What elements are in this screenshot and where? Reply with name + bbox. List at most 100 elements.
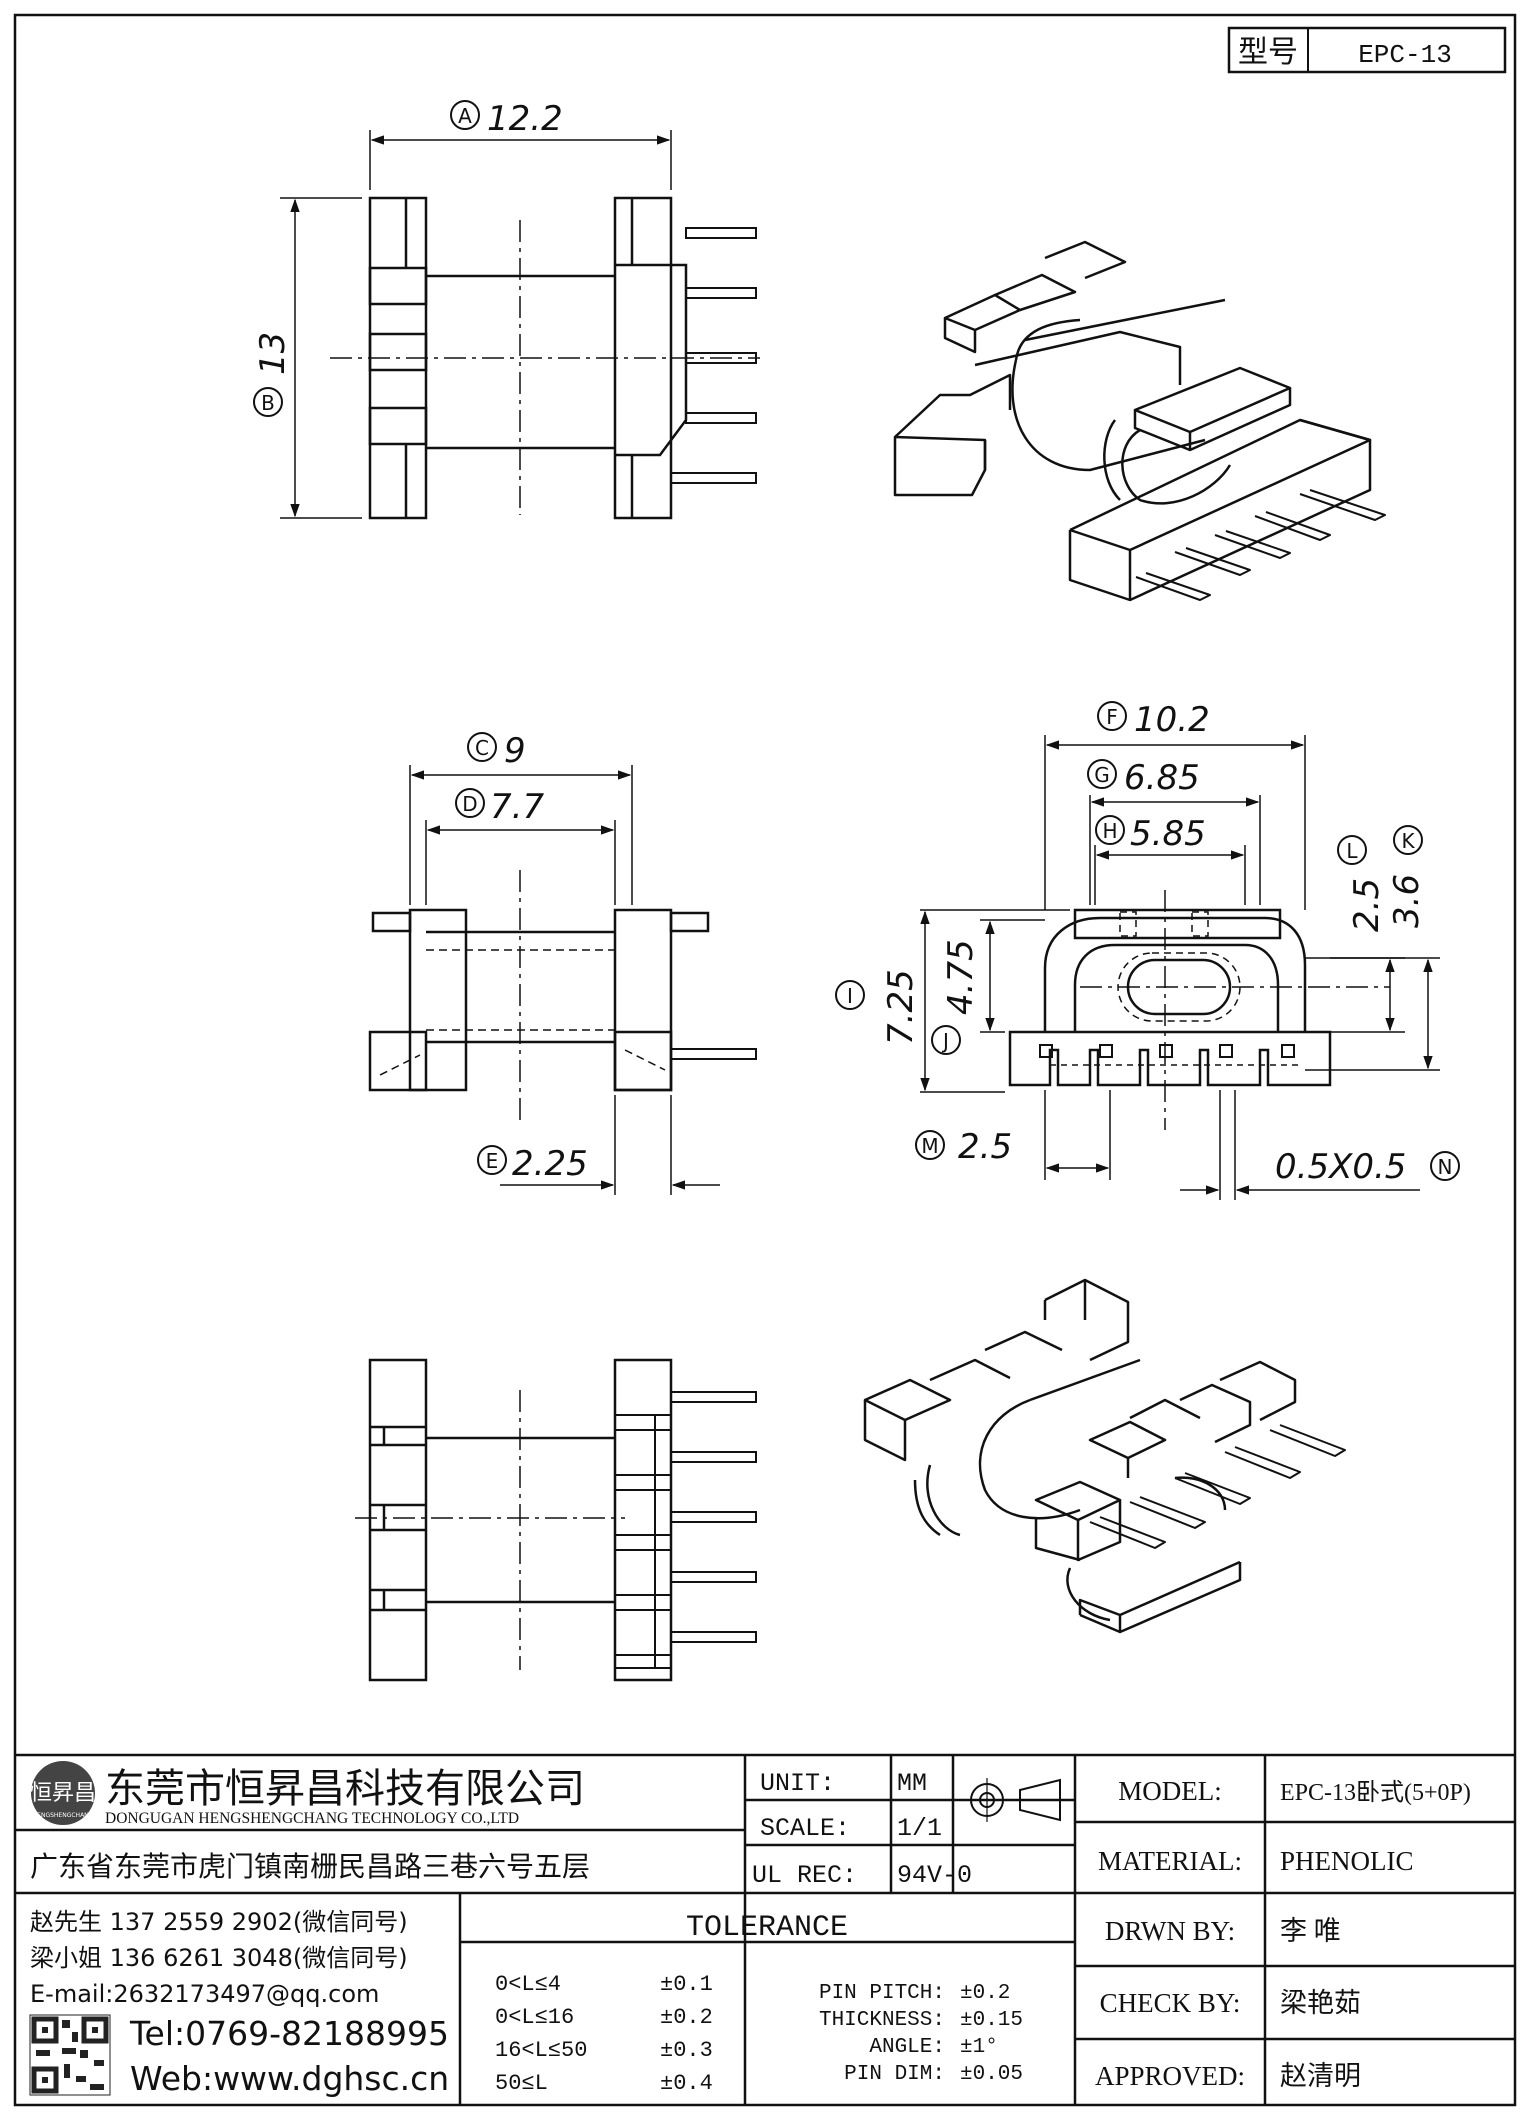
contact-tel: Tel:0769-82188995 (129, 2014, 449, 2053)
tolerance-title: TOLERANCE (686, 1911, 848, 1945)
dim-M: M 2.5 (915, 1127, 1012, 1167)
contact-email: E-mail:2632173497@qq.com (30, 1980, 379, 2008)
dim-L-value: 2.5 (1347, 878, 1387, 932)
dim-D: D 7.7 (455, 787, 544, 827)
logo-sub: HENGSHENGCHANG (33, 1812, 94, 1819)
dim-I-value: 7.25 (881, 969, 921, 1045)
tol-value-2: ±0.3 (660, 2038, 713, 2063)
tol-extra-value-3: ±0.05 (960, 2063, 1023, 2086)
company-logo: 恒昇昌 HENGSHENGCHANG (30, 1761, 96, 1825)
unit-value: MM (897, 1769, 927, 1798)
side-view (368, 765, 757, 1195)
bottom-view (355, 1358, 757, 1682)
dim-H: H 5.85 (1095, 814, 1206, 854)
isometric-view-bottom (863, 1278, 1346, 1634)
contact-web: Web:www.dghsc.cn (130, 2059, 449, 2098)
check-by-label: CHECK BY: (1100, 1988, 1241, 2018)
dim-M-letter: M (921, 1134, 938, 1158)
dim-G-value: 6.85 (1124, 758, 1200, 798)
tol-value-1: ±0.2 (660, 2005, 713, 2030)
material-value: PHENOLIC (1280, 1846, 1414, 1876)
material-label: MATERIAL: (1098, 1846, 1242, 1876)
dim-H-letter: H (1102, 819, 1117, 843)
tolerance-table: 0<L≤4 ±0.1 0<L≤16 ±0.2 16<L≤50 ±0.3 50≤L… (495, 1972, 713, 2096)
check-by-value: 梁艳茹 (1280, 1988, 1361, 2018)
sheet-border (13, 13, 1517, 2107)
company-name-en: DONGUGAN HENGSHENGCHANG TECHNOLOGY CO.,L… (105, 1810, 519, 1827)
dim-G: G 6.85 (1087, 758, 1200, 798)
top-view (280, 130, 760, 520)
tol-extra-label-3: PIN DIM: (844, 2063, 945, 2086)
projection-symbol (962, 1778, 1062, 1822)
scale-label: SCALE: (760, 1814, 850, 1843)
ul-value: 94V-0 (897, 1861, 972, 1890)
dim-E: E 2.25 (477, 1144, 588, 1184)
dim-J-letter: J (941, 1029, 949, 1053)
tolerance-extra: PIN PITCH: ±0.2 THICKNESS: ±0.15 ANGLE: … (819, 1982, 1023, 2086)
dim-C: C 9 (467, 731, 526, 771)
tol-extra-value-1: ±0.15 (960, 2009, 1023, 2032)
model-label: MODEL: (1118, 1776, 1222, 1806)
dim-I: I 7.25 (835, 969, 921, 1045)
logo-text: 恒昇昌 (30, 1781, 96, 1806)
dim-J: J 4.75 (931, 939, 981, 1055)
dim-E-value: 2.25 (512, 1144, 588, 1184)
dim-B-value: 13 (253, 332, 293, 375)
unit-label: UNIT: (760, 1769, 835, 1798)
dim-K: K 3.6 (1387, 825, 1427, 928)
dim-C-value: 9 (504, 731, 526, 771)
info-block: MODEL: EPC-13卧式(5+0P) MATERIAL: PHENOLIC… (1095, 1776, 1471, 2091)
front-view (920, 735, 1440, 1200)
dim-N-letter: N (1438, 1155, 1453, 1179)
dim-L: L 2.5 (1337, 835, 1387, 932)
dim-F-value: 10.2 (1134, 700, 1210, 740)
dim-A-letter: A (458, 104, 472, 128)
dim-L-letter: L (1346, 839, 1358, 863)
company-address: 广东省东莞市虎门镇南栅民昌路三巷六号五层 (30, 1850, 590, 1883)
dim-A: A 12.2 (450, 99, 563, 139)
company-name-cn: 东莞市恒昇昌科技有限公司 (105, 1766, 585, 1812)
dim-A-value: 12.2 (487, 99, 563, 139)
drawn-by-label: DRWN BY: (1105, 1916, 1235, 1946)
tol-extra-value-2: ±1° (960, 2036, 998, 2059)
tol-range-1: 0<L≤16 (495, 2005, 574, 2030)
type-value: EPC-13 (1358, 40, 1452, 70)
dim-E-letter: E (486, 1149, 499, 1173)
dim-K-value: 3.6 (1387, 874, 1427, 928)
dim-N-value: 0.5X0.5 (1275, 1147, 1406, 1187)
tol-range-2: 16<L≤50 (495, 2038, 587, 2063)
approved-label: APPROVED: (1095, 2061, 1245, 2091)
dim-I-letter: I (847, 984, 853, 1008)
tol-extra-label-2: ANGLE: (869, 2036, 945, 2059)
dim-F-letter: F (1106, 705, 1118, 729)
type-box: 型号 EPC-13 (1227, 26, 1507, 74)
qr-code (29, 2014, 111, 2096)
tol-extra-label-1: THICKNESS: (819, 2009, 945, 2032)
dim-C-letter: C (475, 736, 489, 760)
tol-value-3: ±0.4 (660, 2071, 713, 2096)
dim-H-value: 5.85 (1130, 814, 1206, 854)
tol-extra-value-0: ±0.2 (960, 1982, 1010, 2005)
tol-value-0: ±0.1 (660, 1972, 713, 1997)
contact-2: 梁小姐 136 6261 3048(微信同号) (30, 1944, 408, 1972)
drawn-by-value: 李 唯 (1280, 1916, 1341, 1946)
dim-F: F 10.2 (1097, 700, 1210, 740)
ul-label: UL REC: (752, 1861, 857, 1890)
approved-value: 赵清明 (1280, 2061, 1361, 2091)
title-block (15, 1753, 1515, 2105)
tol-extra-label-0: PIN PITCH: (819, 1982, 945, 2005)
tol-range-3: 50≤L (495, 2071, 548, 2096)
dim-D-value: 7.7 (490, 787, 544, 827)
dim-K-letter: K (1401, 829, 1415, 853)
dim-J-value: 4.75 (941, 939, 981, 1015)
dim-D-letter: D (462, 792, 477, 816)
isometric-view-top (893, 240, 1386, 602)
model-value: EPC-13卧式(5+0P) (1280, 1779, 1471, 1806)
scale-value: 1/1 (897, 1814, 942, 1843)
type-label: 型号 (1238, 35, 1298, 70)
dim-B-letter: B (261, 391, 275, 415)
contact-1: 赵先生 137 2559 2902(微信同号) (30, 1908, 408, 1936)
tol-range-0: 0<L≤4 (495, 1972, 561, 1997)
dim-G-letter: G (1094, 763, 1110, 787)
